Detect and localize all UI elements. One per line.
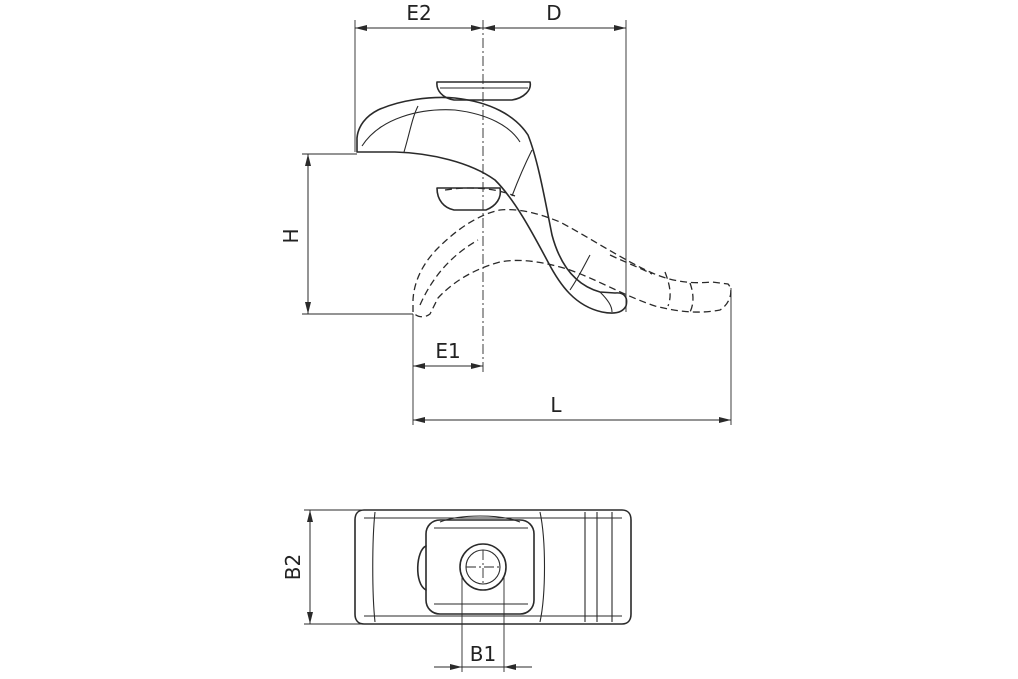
- dimension-e2: E2: [354, 1, 483, 152]
- clamp-arm-lower-hidden: [412, 208, 732, 318]
- label-l: L: [550, 393, 562, 417]
- dimension-b1: B1: [434, 642, 532, 670]
- top-view: [354, 509, 632, 672]
- clamp-arm-upper: [356, 96, 628, 314]
- label-h: H: [279, 228, 303, 243]
- label-b2: B2: [281, 554, 305, 580]
- dimension-h: H: [279, 153, 413, 315]
- label-b1: B1: [470, 642, 496, 666]
- label-e1: E1: [435, 339, 460, 363]
- dimension-d: D: [483, 1, 627, 312]
- side-view: [356, 20, 732, 372]
- through-hole: [459, 543, 507, 591]
- dimension-e1: E1: [412, 314, 483, 425]
- label-e2: E2: [406, 1, 431, 25]
- clamp-body-outline: [354, 509, 632, 625]
- pressure-pad-top: [436, 81, 532, 101]
- swivel-pad: [425, 519, 535, 615]
- label-d: D: [546, 1, 561, 25]
- dimension-b2: B2: [281, 509, 364, 625]
- pressure-pad-lower: [436, 187, 502, 211]
- dimension-l: L: [413, 288, 732, 425]
